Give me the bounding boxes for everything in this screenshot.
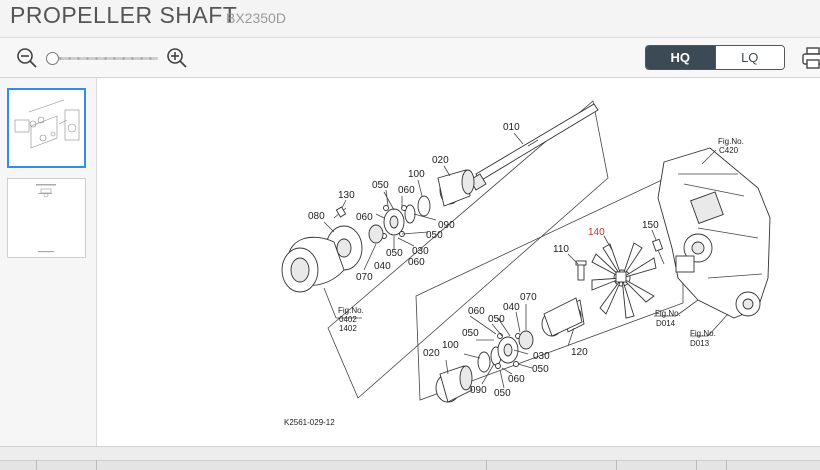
zoom-slider-thumb[interactable] [46, 52, 59, 65]
label-040-lower[interactable]: 040 [503, 302, 520, 313]
part-bearing-070 [368, 224, 384, 244]
part-ring-100 [417, 195, 431, 217]
quality-toggle: HQ LQ [645, 45, 785, 70]
title-bar: PROPELLER SHAFT BX2350D [0, 0, 820, 38]
part-flange-housing [281, 225, 363, 293]
label-120[interactable]: 110 [553, 244, 569, 255]
label-050-lower-c[interactable]: 050 [532, 364, 549, 375]
bottom-divider [726, 460, 727, 470]
label-010[interactable]: 010 [503, 122, 520, 133]
part-yoke-upper [381, 205, 407, 239]
figref-c420-line2: C420 [719, 146, 739, 155]
figref-0402-line2: 0402 [339, 315, 357, 324]
part-lower-tube [541, 297, 583, 337]
label-130[interactable]: 130 [338, 190, 355, 201]
part-ring-100-lower [477, 351, 491, 373]
diagram-viewer[interactable]: 010 020 100 090 050 060 060 050 030 050 … [98, 78, 820, 446]
part-bolt-150 [651, 238, 665, 265]
label-060-lower-b[interactable]: 060 [508, 374, 525, 385]
figref-d014-line2: D014 [656, 319, 676, 328]
figref-c420-line1: Fig.No. [718, 137, 744, 146]
zoom-slider[interactable] [46, 52, 158, 65]
bottom-divider [696, 460, 697, 470]
bottom-divider [486, 460, 487, 470]
lower-assembly-frame [415, 169, 684, 401]
zoom-out-icon[interactable] [16, 47, 38, 69]
label-020-upper[interactable]: 020 [432, 155, 449, 166]
part-fan-140 [591, 242, 657, 319]
label-080[interactable]: 080 [308, 211, 325, 222]
figref-d013[interactable]: Fig.No. D013 [690, 329, 716, 348]
figref-d014[interactable]: Fig.No. D014 [655, 309, 681, 328]
part-shaft [469, 103, 599, 191]
thumbnail-page-1[interactable] [7, 88, 86, 168]
label-060-lower-a[interactable]: 060 [468, 306, 485, 317]
zoom-in-icon[interactable] [166, 47, 188, 69]
label-030-upper[interactable]: 030 [412, 246, 429, 257]
label-020-lower[interactable]: 020 [423, 348, 440, 359]
label-030-lower[interactable]: 030 [533, 351, 550, 362]
bottom-divider [616, 460, 617, 470]
bottom-divider [96, 460, 97, 470]
label-070-lower[interactable]: 070 [520, 292, 537, 303]
thumbnail-sidebar [0, 78, 97, 446]
part-bolt-130 [333, 206, 347, 219]
figref-d013-line1: Fig.No. [690, 329, 716, 338]
drawing-code: K2561-029-12 [284, 418, 335, 427]
figref-0402-line3: 1402 [339, 324, 357, 333]
printer-icon[interactable] [801, 46, 820, 70]
part-coupling-lower [435, 365, 473, 403]
figref-d014-line1: Fig.No. [655, 309, 681, 318]
figref-d013-line2: D013 [690, 339, 710, 348]
label-050-upper-a[interactable]: 050 [372, 180, 389, 191]
label-060-upper-a[interactable]: 060 [398, 185, 415, 196]
leader-lines [323, 132, 729, 389]
label-100-upper[interactable]: 100 [408, 169, 425, 180]
label-050-lower-b[interactable]: 050 [462, 328, 479, 339]
figref-0402[interactable]: Fig.No. 0402 1402 [338, 306, 364, 333]
label-050-upper-c[interactable]: 050 [386, 248, 403, 259]
label-090-lower[interactable]: 090 [470, 385, 487, 396]
page-title: PROPELLER SHAFT [10, 2, 238, 28]
quality-hq-button[interactable]: HQ [646, 46, 715, 69]
label-050-lower-d[interactable]: 050 [494, 388, 511, 399]
label-040-upper[interactable]: 040 [374, 261, 391, 272]
label-150[interactable]: 150 [642, 220, 659, 231]
figref-c420[interactable]: Fig.No. C420 [718, 137, 744, 155]
part-bearing-070-lower [518, 330, 534, 350]
parts-diagram: 010 020 100 090 050 060 060 050 030 050 … [281, 100, 771, 427]
bottom-divider [36, 460, 37, 470]
quality-lq-button[interactable]: LQ [714, 46, 784, 69]
label-050-upper-b[interactable]: 050 [426, 230, 443, 241]
figref-0402-line1: Fig.No. [338, 306, 364, 315]
label-100-lower[interactable]: 100 [442, 340, 459, 351]
part-transmission-housing [657, 147, 771, 319]
thumbnail-page-2[interactable] [7, 178, 86, 258]
upper-assembly-frame [327, 100, 609, 399]
thumbnail-page-2-preview [36, 184, 56, 253]
label-060-upper-c[interactable]: 060 [408, 257, 425, 268]
label-060-upper-b[interactable]: 060 [356, 212, 373, 223]
label-050-lower-a[interactable]: 050 [488, 314, 505, 325]
bottom-tab-strip [0, 460, 820, 470]
part-yoke-lower [495, 333, 521, 369]
label-090-upper[interactable]: 090 [438, 220, 455, 231]
toolbar: HQ LQ [0, 38, 820, 78]
label-110[interactable]: 120 [571, 347, 588, 358]
label-070-upper[interactable]: 070 [356, 272, 373, 283]
label-140-highlighted[interactable]: 140 [588, 227, 605, 238]
part-coupling-upper [437, 169, 475, 207]
zoom-slider-ticks [56, 57, 152, 60]
thumbnail-page-1-preview [14, 99, 80, 149]
part-bolt-120 [575, 260, 587, 281]
model-number: BX2350D [226, 10, 286, 26]
